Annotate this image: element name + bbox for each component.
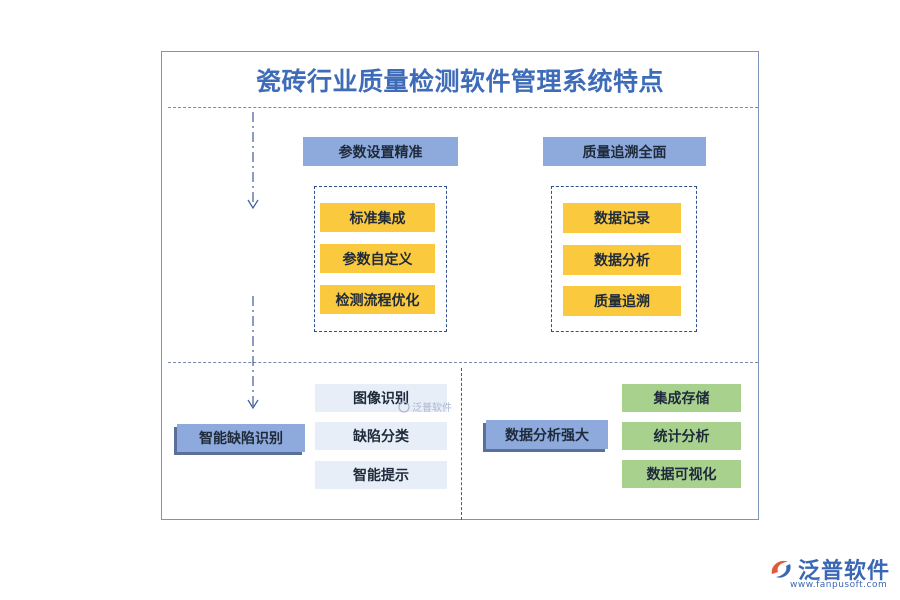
trace-item-data-analysis: 数据分析 <box>563 245 681 275</box>
data-analysis-header: 数据分析强大 <box>486 420 608 449</box>
param-item-custom-params: 参数自定义 <box>320 244 435 273</box>
analysis-item-integrated-storage: 集成存储 <box>622 384 741 412</box>
middle-divider <box>168 362 758 363</box>
diagram-title: 瓷砖行业质量检测软件管理系统特点 <box>255 67 664 96</box>
brand-logo: 泛普软件 <box>768 553 890 585</box>
trace-item-data-record: 数据记录 <box>563 203 681 233</box>
left-arrow-upper <box>247 112 259 210</box>
defect-item-image-recognition: 图像识别 <box>315 384 447 412</box>
defect-item-classification: 缺陷分类 <box>315 422 447 450</box>
watermark-text: 泛普软件 <box>412 403 452 414</box>
analysis-item-visualization: 数据可视化 <box>622 460 741 488</box>
brand-url: www.fanpusoft.com <box>790 580 888 590</box>
watermark-logo-icon <box>398 400 410 413</box>
brand-name: 泛普软件 <box>798 559 891 584</box>
defect-recognition-header: 智能缺陷识别 <box>177 424 305 452</box>
watermark: 泛普软件 <box>398 399 452 414</box>
param-item-standard-integration: 标准集成 <box>320 203 435 232</box>
quality-trace-header: 质量追溯全面 <box>543 137 706 166</box>
bottom-center-divider <box>461 368 462 520</box>
param-settings-group <box>314 186 447 332</box>
analysis-item-statistics: 统计分析 <box>622 422 741 450</box>
param-settings-header: 参数设置精准 <box>303 137 458 166</box>
param-item-process-optimization: 检测流程优化 <box>320 285 435 314</box>
defect-item-smart-hint: 智能提示 <box>315 461 447 489</box>
left-arrow-lower <box>247 296 259 410</box>
brand-swirl-icon <box>771 560 791 578</box>
trace-item-quality-trace: 质量追溯 <box>563 286 681 316</box>
diagram-frame <box>161 51 759 520</box>
quality-trace-group <box>551 186 697 332</box>
top-divider <box>168 107 758 108</box>
